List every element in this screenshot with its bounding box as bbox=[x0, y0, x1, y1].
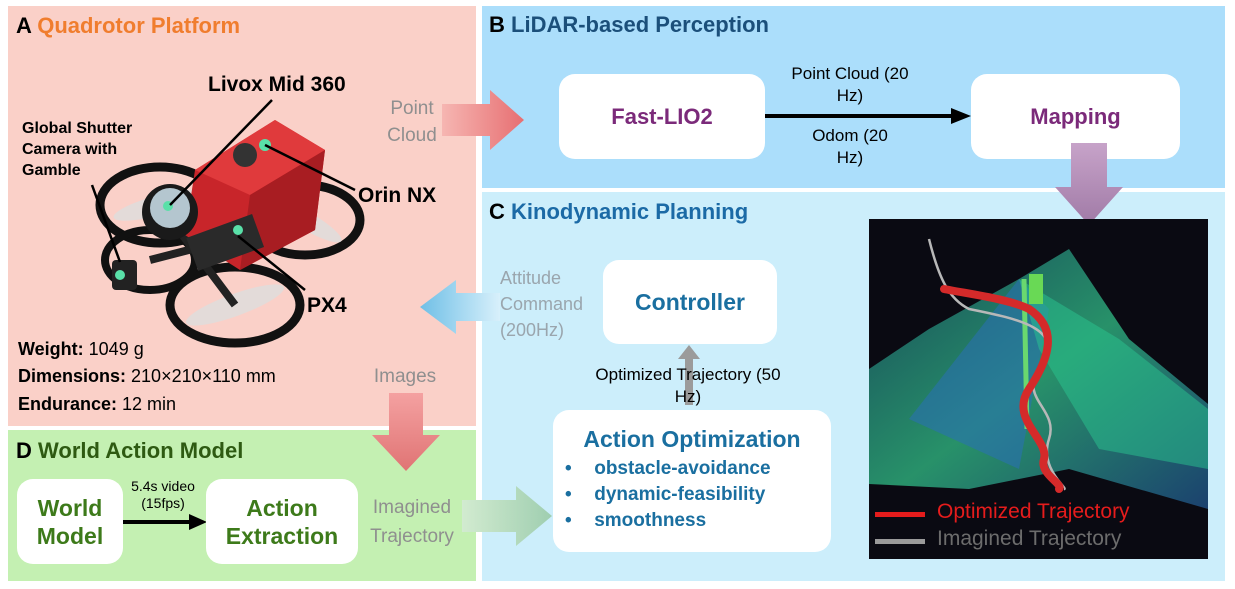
spec-weight-key: Weight: bbox=[18, 339, 84, 359]
livox-label: Livox Mid 360 bbox=[208, 73, 346, 96]
spec-endurance-value: 12 min bbox=[117, 394, 177, 414]
panel-b-letter: B bbox=[489, 12, 505, 37]
legend-imagined-swatch bbox=[875, 539, 925, 544]
spec-dimensions-value: 210×210×110 mm bbox=[126, 366, 276, 386]
imagined-traj-arrow bbox=[462, 486, 552, 546]
callout-lines bbox=[90, 99, 356, 291]
bullet-smoothness: • smoothness bbox=[565, 510, 707, 531]
imagined-trajectory-label: Imagined Trajectory bbox=[370, 497, 454, 547]
spec-dimensions: Dimensions: 210×210×110 mm bbox=[18, 366, 276, 387]
bullet-dynamic-feasibility-text: dynamic-feasibility bbox=[594, 484, 766, 505]
bullet-smoothness-text: smoothness bbox=[594, 510, 707, 531]
spec-dimensions-key: Dimensions: bbox=[18, 366, 127, 386]
mapping-down-arrow bbox=[1055, 143, 1123, 225]
optimized-traj-label: Optimized Trajectory (50 Hz) bbox=[595, 365, 781, 406]
edge-odom-label: Odom (20 Hz) bbox=[812, 126, 888, 167]
point-cloud-map-image bbox=[869, 219, 1208, 559]
panel-a-title-text: Quadrotor Platform bbox=[37, 13, 241, 38]
panel-a-title: A Quadrotor Platform bbox=[16, 13, 240, 39]
world-model-box: World Model bbox=[17, 479, 123, 564]
action-extraction-box: Action Extraction bbox=[206, 479, 358, 564]
fastlio-box: Fast-LIO2 bbox=[559, 74, 765, 159]
action-optimization-box: Action Optimization • obstacle-avoidance… bbox=[553, 410, 831, 552]
fastlio-label: Fast-LIO2 bbox=[611, 103, 713, 129]
panel-d-title-text: World Action Model bbox=[38, 438, 244, 463]
point-cloud-input-label: Point Cloud bbox=[387, 98, 437, 146]
bullet-dynamic-feasibility: • dynamic-feasibility bbox=[565, 484, 766, 505]
mapping-label: Mapping bbox=[1030, 103, 1121, 129]
action-optimization-title: Action Optimization bbox=[583, 426, 801, 452]
action-extraction-label: Action Extraction bbox=[225, 494, 339, 549]
spec-weight: Weight: 1049 g bbox=[18, 339, 144, 360]
px4-label: PX4 bbox=[307, 294, 347, 317]
panel-c-title: C Kinodynamic Planning bbox=[489, 199, 748, 225]
camera-label: Global Shutter Camera with Gamble bbox=[22, 120, 133, 179]
world-to-action-arrow bbox=[123, 514, 207, 530]
world-model-label: World Model bbox=[36, 494, 104, 549]
legend-optimized-swatch bbox=[875, 512, 925, 517]
images-label: Images bbox=[373, 366, 437, 387]
optimized-traj-arrow bbox=[678, 345, 700, 405]
legend-imagined-label: Imagined Trajectory bbox=[937, 527, 1122, 550]
panel-a-letter: A bbox=[16, 13, 32, 38]
spec-weight-value: 1049 g bbox=[83, 339, 144, 359]
images-down-arrow bbox=[372, 393, 440, 471]
orin-label: Orin NX bbox=[358, 184, 437, 207]
panel-d-title: D World Action Model bbox=[16, 438, 243, 464]
panel-b-title: B LiDAR-based Perception bbox=[489, 12, 769, 38]
controller-box: Controller bbox=[603, 260, 777, 344]
controller-label: Controller bbox=[635, 288, 745, 315]
spec-endurance: Endurance: 12 min bbox=[18, 394, 176, 415]
fastlio-to-mapping-arrow bbox=[765, 108, 971, 124]
panel-b-title-text: LiDAR-based Perception bbox=[511, 12, 769, 37]
bullet-obstacle-avoidance: • obstacle-avoidance bbox=[565, 458, 771, 479]
video-edge-label: 5.4s video (15fps) bbox=[131, 478, 195, 511]
panel-c-letter: C bbox=[489, 199, 505, 224]
drone-illustration bbox=[95, 120, 365, 348]
panel-c-title-text: Kinodynamic Planning bbox=[511, 199, 749, 224]
spec-endurance-key: Endurance: bbox=[18, 394, 118, 414]
edge-point-cloud-label: Point Cloud (20 Hz) bbox=[791, 64, 909, 105]
map-visualization bbox=[869, 238, 1208, 509]
bullet-obstacle-avoidance-text: obstacle-avoidance bbox=[594, 458, 771, 479]
panel-d-letter: D bbox=[16, 438, 32, 463]
point-cloud-arrow bbox=[442, 90, 524, 150]
attitude-command-label: Attitude Command (200Hz) bbox=[500, 268, 584, 340]
attitude-arrow bbox=[420, 280, 500, 334]
legend-optimized-label: Optimized Trajectory bbox=[937, 500, 1130, 523]
